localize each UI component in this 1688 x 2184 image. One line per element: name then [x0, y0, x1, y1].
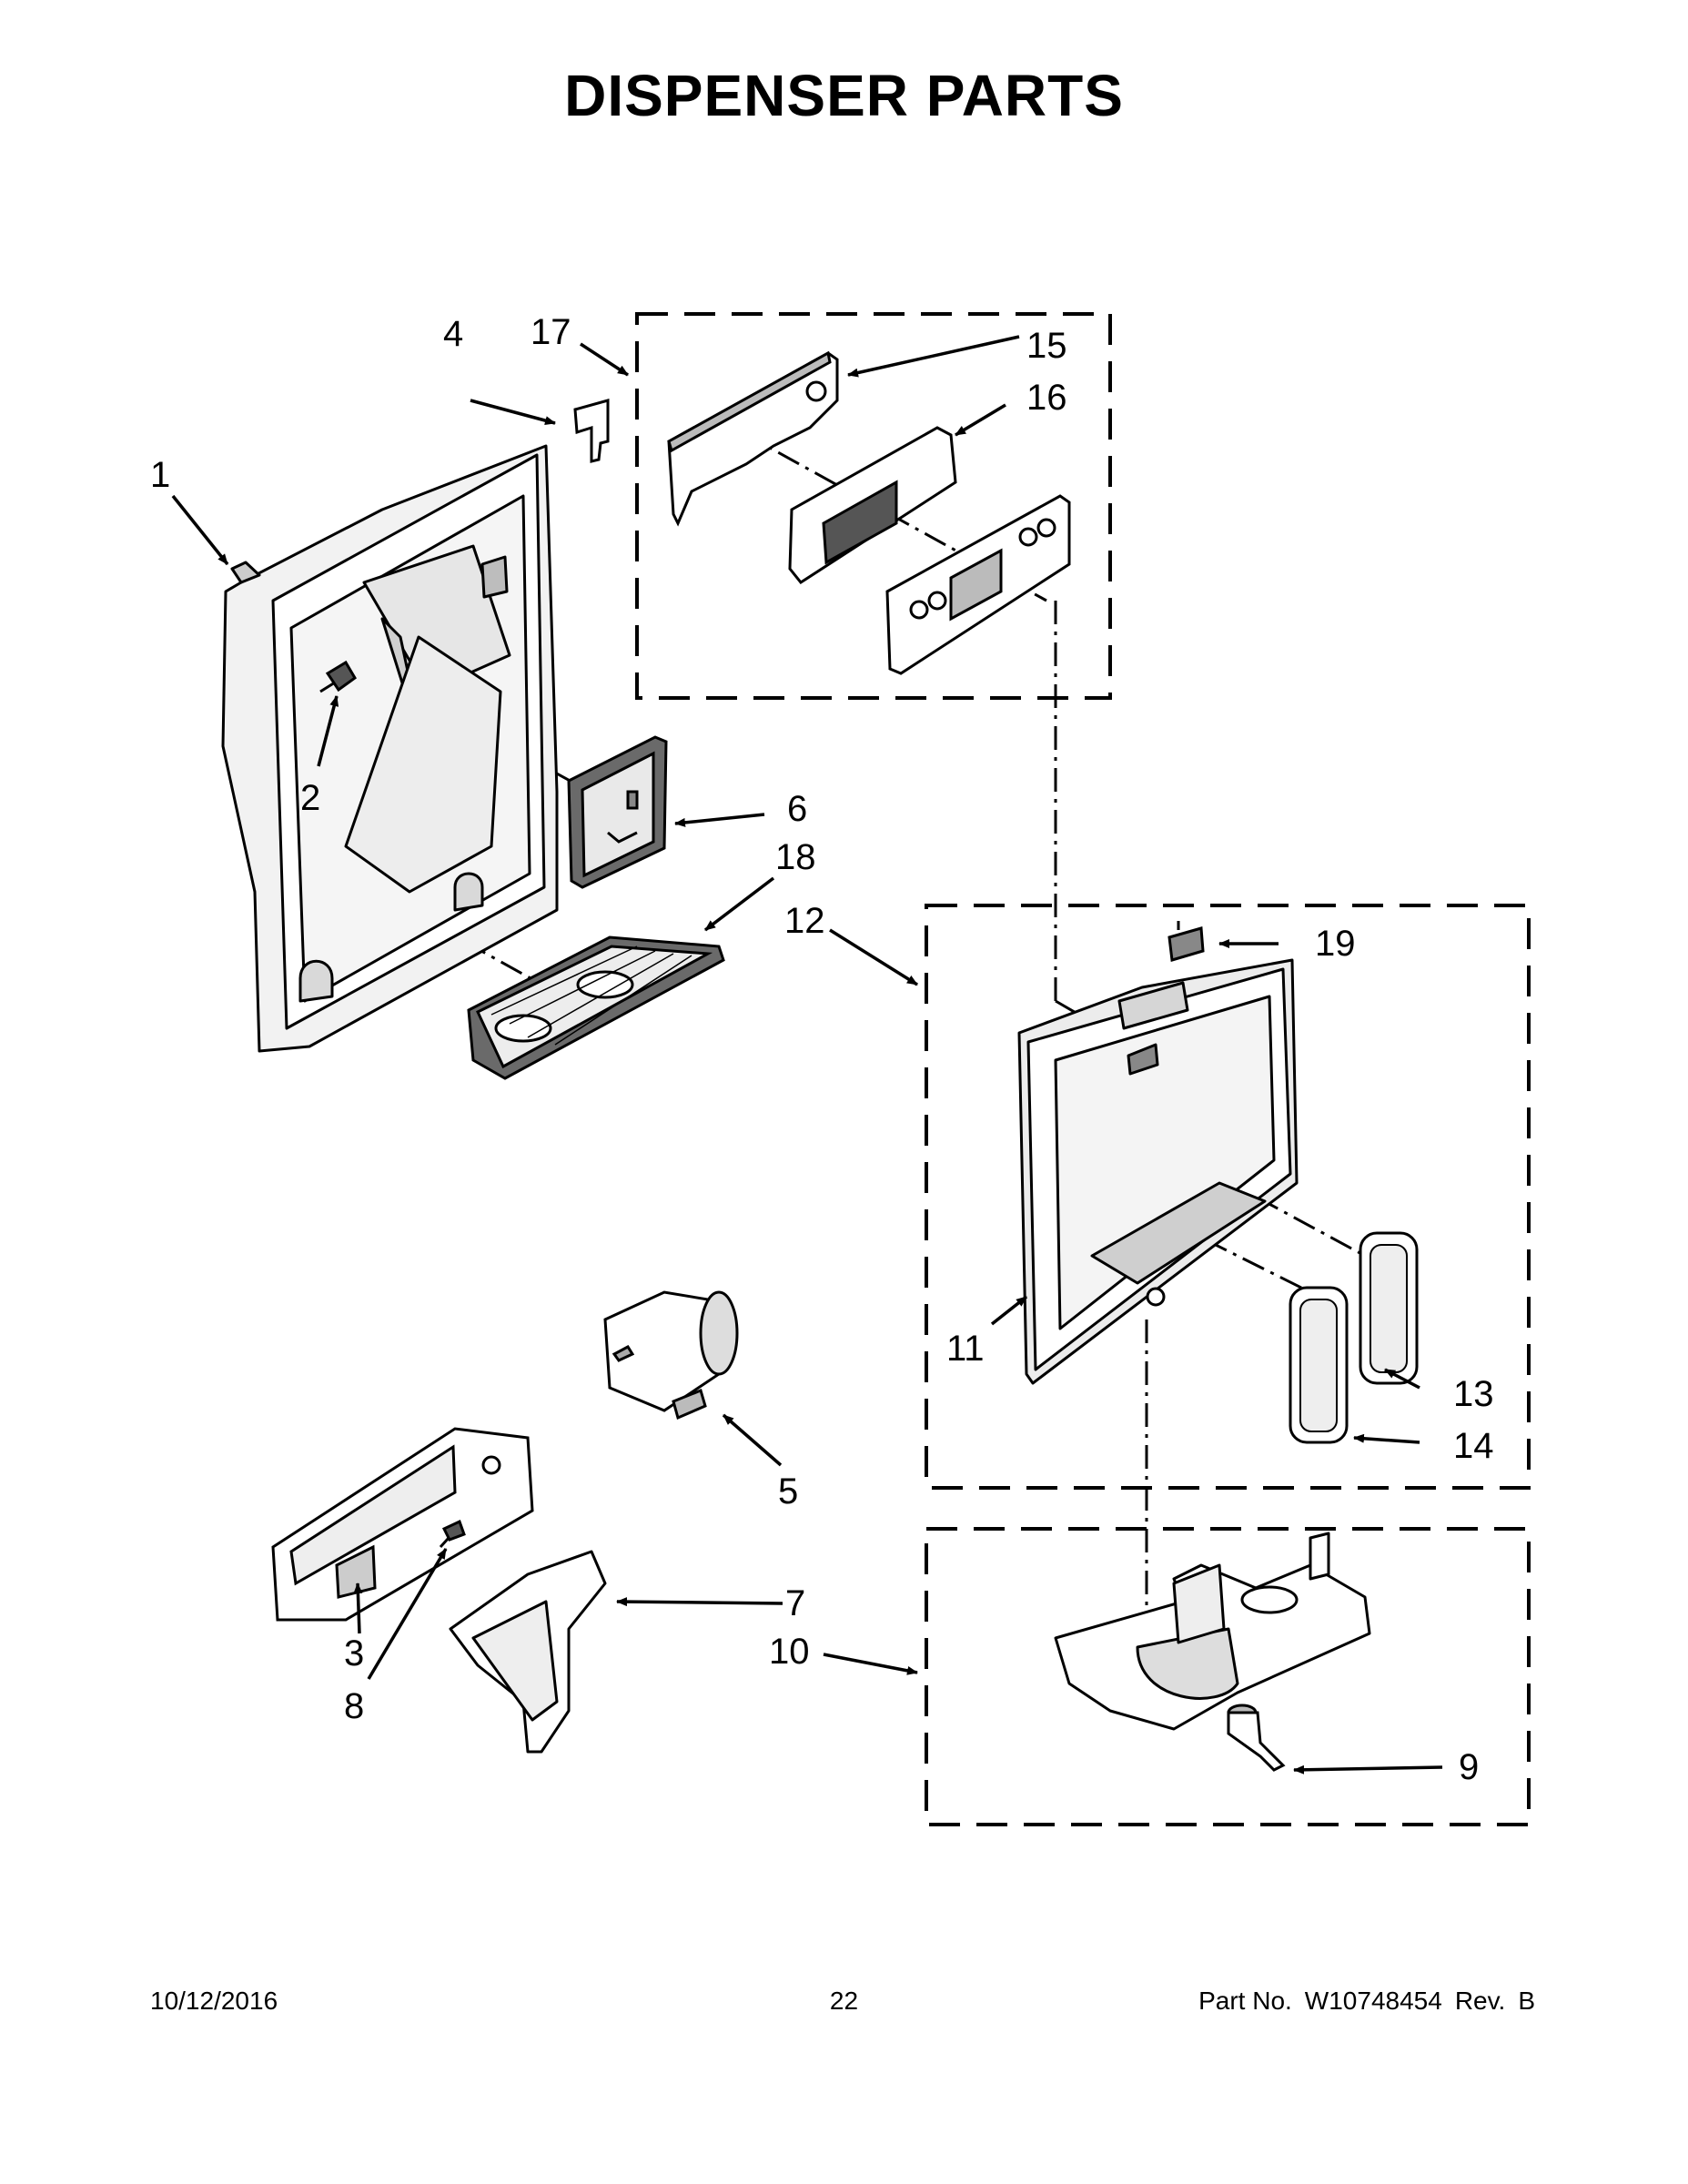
part-dispenser-frame — [221, 444, 559, 1053]
callout-9: 9 — [1459, 1747, 1479, 1787]
callout-7: 7 — [785, 1583, 805, 1623]
callout-5: 5 — [778, 1471, 798, 1512]
callout-19: 19 — [1315, 924, 1356, 964]
footer-rev-label: Rev. — [1454, 1987, 1506, 2015]
part-paddle-13-inner — [1370, 1244, 1408, 1373]
part-actuator-housing — [271, 1427, 534, 1622]
part-water-fitting — [1227, 1704, 1286, 1772]
part-paddle-14-inner — [1299, 1299, 1338, 1432]
callout-3: 3 — [344, 1633, 364, 1673]
part-switch — [1167, 921, 1205, 962]
callout-10: 10 — [769, 1632, 810, 1672]
callout-11: 11 — [946, 1329, 985, 1369]
part-actuator-lever — [449, 1550, 607, 1754]
callout-14: 14 — [1453, 1426, 1494, 1466]
part-bracket — [573, 399, 610, 463]
leader-arrows — [171, 335, 1443, 1774]
callout-6: 6 — [787, 789, 807, 829]
callout-16: 16 — [1026, 378, 1067, 418]
callout-2: 2 — [300, 778, 320, 818]
callout-18: 18 — [775, 837, 816, 877]
callout-4: 4 — [443, 314, 463, 354]
part-small-screw — [439, 1519, 466, 1549]
part-drip-tray — [467, 935, 725, 1080]
page-title: DISPENSER PARTS — [564, 63, 1124, 128]
callout-1: 1 — [150, 455, 170, 495]
part-screw — [319, 660, 357, 693]
part-control-board-panel — [885, 494, 1071, 675]
part-control-board-16 — [788, 426, 957, 584]
part-bezel — [567, 735, 668, 889]
part-funnel — [1054, 1532, 1371, 1731]
footer-part-label: Part No. — [1198, 1987, 1292, 2015]
part-motor — [603, 1290, 739, 1421]
footer-page-number: 22 — [829, 1987, 859, 2015]
footer-part-value: W10748454 — [1304, 1987, 1442, 2015]
footer-date: 10/12/2016 — [150, 1987, 278, 2015]
part-control-board-15 — [667, 350, 839, 527]
footer-rev-value: B — [1518, 1987, 1535, 2015]
callout-15: 15 — [1026, 326, 1067, 366]
group-box-dispenser-housing — [925, 904, 1531, 1490]
footer-part-number: Part No. W10748454 Rev. B — [1186, 1987, 1535, 2016]
callout-17: 17 — [531, 312, 571, 352]
part-dispenser-housing — [1017, 958, 1299, 1385]
callout-8: 8 — [344, 1686, 364, 1726]
group-box-control-boards — [635, 312, 1112, 700]
callout-12: 12 — [784, 901, 825, 941]
callout-13: 13 — [1453, 1374, 1494, 1414]
group-box-funnel — [925, 1527, 1531, 1826]
